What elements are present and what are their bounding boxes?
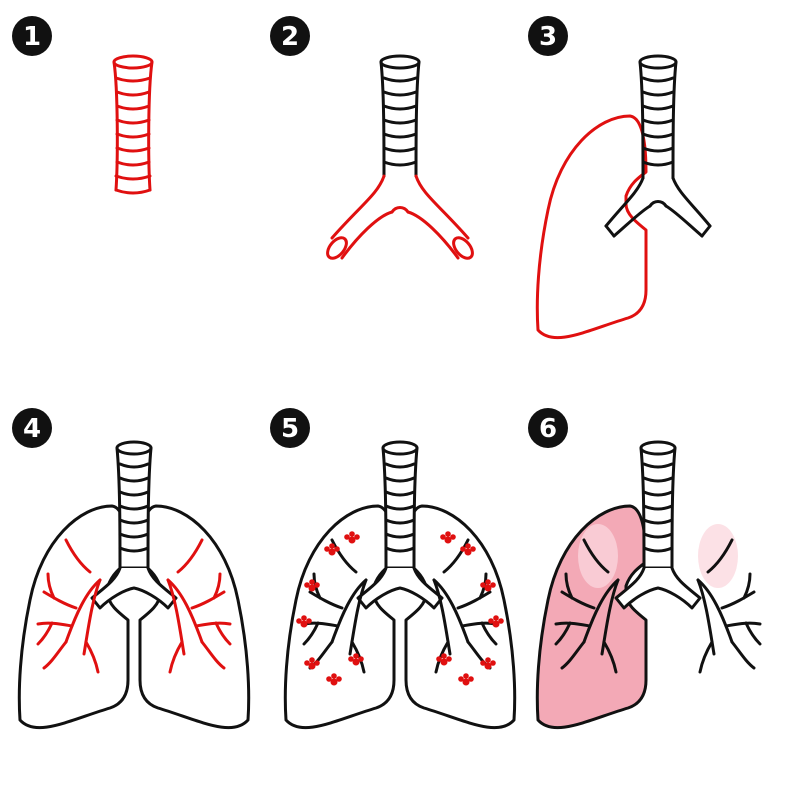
- step-4-badge: 4: [12, 408, 52, 448]
- step-3-number: 3: [539, 22, 557, 52]
- step-6: 6: [528, 408, 762, 730]
- step-5-number: 5: [281, 414, 299, 444]
- step-2-badge: 2: [270, 16, 310, 56]
- step-3-badge: 3: [528, 16, 568, 56]
- step-2: 2: [270, 16, 474, 260]
- airway: [356, 440, 444, 610]
- trachea: [379, 54, 421, 178]
- step-6-badge: 6: [528, 408, 568, 448]
- step-4-number: 4: [23, 414, 41, 444]
- airway: [90, 440, 178, 610]
- airway: [614, 440, 702, 610]
- step-5: 5: [270, 408, 517, 730]
- step-3: 3: [528, 16, 712, 340]
- step-2-number: 2: [281, 22, 299, 52]
- trachea: [112, 54, 154, 195]
- step-6-number: 6: [539, 414, 557, 444]
- step-1-badge: 1: [12, 16, 52, 56]
- step-1-number: 1: [23, 22, 41, 52]
- step-5-badge: 5: [270, 408, 310, 448]
- airway: [604, 54, 712, 238]
- step-1: 1: [12, 16, 154, 195]
- bronchi: [326, 174, 474, 260]
- step-4: 4: [12, 408, 251, 730]
